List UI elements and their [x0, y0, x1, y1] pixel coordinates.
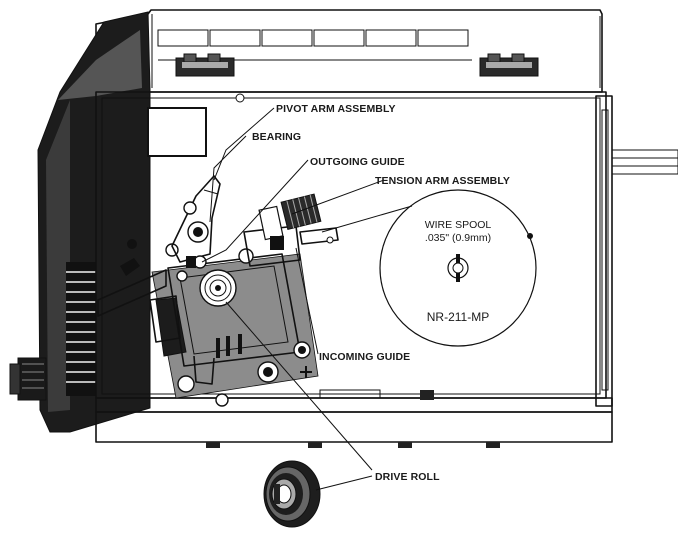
front-knob [9, 357, 47, 401]
rear-panel [595, 95, 678, 407]
spool-wire-size: .035" (0.9mm) [425, 232, 491, 244]
top-latch-right [479, 53, 539, 77]
label-drive-roll: DRIVE ROLL [375, 471, 440, 483]
tension-arm [243, 193, 322, 267]
wire-spool [379, 189, 537, 347]
spool-hub [447, 254, 469, 282]
top-latch-left [175, 53, 235, 77]
top-vent-slots [157, 29, 472, 61]
leader-lines [201, 107, 413, 491]
front-vent-fins [66, 262, 96, 396]
base-rail [95, 389, 613, 448]
label-tension-arm-assembly: TENSION ARM ASSEMBLY [375, 175, 510, 187]
wire-feed-mechanism [97, 175, 339, 407]
tension-knob [280, 193, 322, 231]
label-incoming-guide: INCOMING GUIDE [319, 351, 410, 363]
spool-model-number: NR-211-MP [427, 310, 489, 324]
welder-housing [9, 9, 678, 448]
sight-window [147, 107, 207, 157]
label-pivot-arm-assembly: PIVOT ARM ASSEMBLY [276, 103, 396, 115]
label-outgoing-guide: OUTGOING GUIDE [310, 156, 405, 168]
pivot-arm [171, 175, 221, 263]
spool-title: WIRE SPOOL [425, 219, 492, 231]
drive-roll-installed [199, 269, 237, 307]
label-bearing: BEARING [252, 131, 301, 143]
drive-roll-detail [263, 460, 321, 528]
spool-labels: WIRE SPOOL .035" (0.9mm) NR-211-MP [425, 219, 492, 324]
callout-labels: PIVOT ARM ASSEMBLY BEARING OUTGOING GUID… [252, 103, 510, 483]
